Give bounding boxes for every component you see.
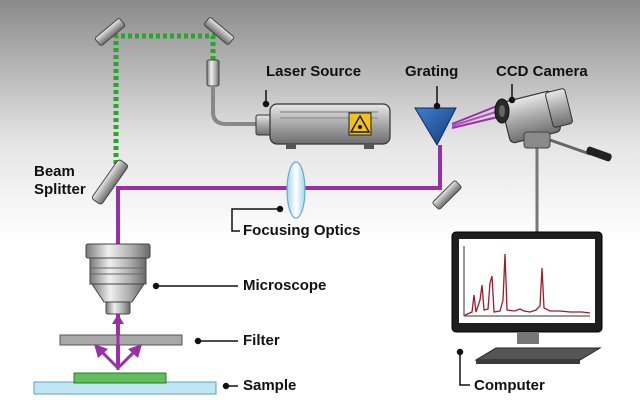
label-microscope: Microscope xyxy=(243,277,327,294)
top-right-mirror xyxy=(203,17,235,45)
focusing-lens xyxy=(286,161,306,219)
leader-lines xyxy=(152,84,516,390)
fiber-cable xyxy=(211,86,262,126)
label-grating: Grating xyxy=(405,63,459,80)
label-focusing-optics: Focusing Optics xyxy=(243,222,361,239)
sample-slide xyxy=(33,372,217,395)
spectrum-plot xyxy=(463,246,591,317)
label-beam-splitter-line2: Splitter xyxy=(34,181,86,198)
grating-mirror xyxy=(432,180,462,210)
label-sample: Sample xyxy=(243,377,297,394)
label-computer: Computer xyxy=(474,377,545,394)
label-laser-source: Laser Source xyxy=(266,63,362,80)
beam-splitter xyxy=(91,159,129,205)
reference-beam-path xyxy=(113,33,216,178)
ccd-camera xyxy=(494,88,612,240)
label-ccd-camera: CCD Camera xyxy=(496,63,588,80)
dispersed-beams xyxy=(451,103,503,129)
fiber-connector xyxy=(206,59,220,87)
scatter-arrows xyxy=(94,314,142,370)
filter xyxy=(59,334,183,346)
label-beam-splitter-line1: Beam xyxy=(34,163,75,180)
label-filter: Filter xyxy=(243,332,280,349)
top-left-mirror xyxy=(94,18,126,46)
laser-warning-icon xyxy=(348,112,372,136)
microscope-objective xyxy=(85,243,151,315)
computer-monitor xyxy=(451,231,603,364)
